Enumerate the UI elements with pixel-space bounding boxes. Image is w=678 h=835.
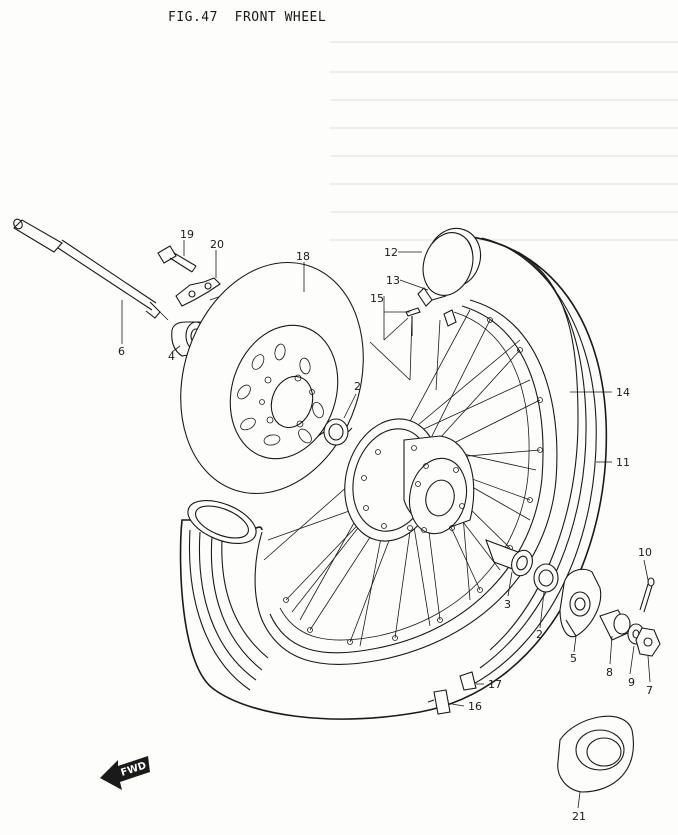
wheel-bearing-retainer [559, 568, 602, 638]
balance-weight-lower [427, 689, 451, 715]
right-bearing [533, 563, 559, 593]
left-bearing [317, 418, 353, 446]
spoke-nipples [405, 307, 457, 336]
callout-6: 6 [118, 345, 125, 358]
callout-4: 4 [168, 350, 175, 363]
callout-2-right: 2 [536, 628, 543, 641]
bleed-through-ghost [330, 41, 678, 241]
tire [179, 234, 608, 720]
callout-8: 8 [606, 666, 613, 679]
leader-lines [121, 240, 651, 809]
callout-21: 21 [572, 810, 586, 823]
callout-13: 13 [386, 274, 400, 287]
rim-band [422, 232, 474, 296]
callout-7: 7 [646, 684, 653, 697]
right-spacer-sleeve [485, 539, 533, 577]
figure-title: FIG.47 FRONT WHEEL [168, 10, 327, 25]
callout-20: 20 [210, 238, 224, 251]
callout-10: 10 [638, 546, 652, 559]
callout-17: 17 [488, 678, 502, 691]
callout-2-left: 2 [354, 380, 361, 393]
callout-16: 16 [468, 700, 482, 713]
brake-disc [180, 261, 364, 495]
callout-19: 19 [180, 228, 194, 241]
wheel-hub [344, 418, 475, 542]
dust-seal-cover [557, 715, 634, 793]
front-axle [13, 218, 169, 321]
callout-14: 14 [616, 386, 630, 399]
axle-collar [599, 609, 631, 641]
fwd-arrow-icon [100, 756, 150, 790]
balance-weight-upper [459, 671, 477, 691]
callout-15: 15 [370, 292, 384, 305]
disc-bolt [157, 245, 197, 273]
callout-12: 12 [384, 246, 398, 259]
callout-5: 5 [570, 652, 577, 665]
axle-nut [635, 627, 661, 657]
callout-9: 9 [628, 676, 635, 689]
tire-cross-section [187, 499, 257, 545]
cotter-pin [639, 577, 655, 613]
callout-18: 18 [296, 250, 310, 263]
callout-labels: 19 20 18 12 13 15 6 4 2 14 11 10 3 2 5 8… [118, 228, 653, 823]
callout-3: 3 [504, 598, 511, 611]
air-valve [417, 287, 447, 307]
callout-11: 11 [616, 456, 630, 469]
